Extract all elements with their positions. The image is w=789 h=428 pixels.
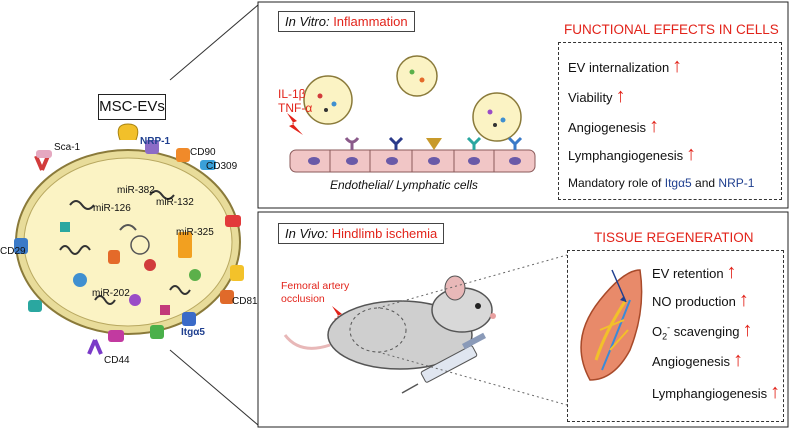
regen-no-production: NO production↑: [652, 289, 749, 311]
marker-label-cd44: CD44: [104, 355, 130, 366]
mouse-illustration: [283, 275, 496, 370]
up-arrow-icon: ↑: [733, 349, 744, 371]
marker-label-itga5: Itgα5: [181, 327, 205, 338]
msc-ev-title: MSC-EVs: [99, 98, 165, 115]
invivo-title-box: In Vivo: Hindlimb ischemia: [278, 223, 445, 244]
marker-label-cd90: CD90: [190, 147, 216, 158]
regen-lymphangiogenesis-label: Lymphangiogenesis: [652, 386, 768, 401]
regen-ev-retention: EV retention↑: [652, 261, 737, 283]
functional-effects-header: FUNCTIONAL EFFECTS IN CELLS: [564, 22, 779, 37]
mirna-label-325: miR-325: [176, 227, 214, 238]
small-ev-1: [303, 75, 353, 125]
effect-lymphangiogenesis: Lymphangiogenesis↑: [568, 143, 697, 165]
marker-label-sca1: Sca-1: [54, 142, 81, 153]
effect-lymphangiogenesis-label: Lymphangiogenesis: [568, 148, 684, 163]
syringe-illustration: [401, 332, 487, 394]
mirna-label-382: miR-382: [117, 185, 155, 196]
mandatory-and: and: [695, 176, 716, 190]
mirna-label-126: miR-126: [93, 203, 131, 214]
up-arrow-icon: ↑: [649, 115, 660, 137]
up-arrow-icon: ↑: [726, 261, 737, 283]
regen-angiogenesis: Angiogenesis↑: [652, 349, 744, 371]
invivo-panel-frame: [257, 211, 789, 428]
regen-o2-scavenging: O2- scavenging↑: [652, 319, 753, 342]
occlusion-label-2: occlusion: [281, 293, 325, 305]
regen-no-production-label: NO production: [652, 294, 736, 309]
stimulus-tnfa: TNF-α: [278, 101, 313, 115]
up-arrow-icon: ↑: [742, 319, 753, 341]
mirna-label-132: miR-132: [156, 197, 194, 208]
invitro-prefix: In Vitro:: [285, 14, 330, 29]
tissue-regeneration-box: [567, 250, 784, 422]
regen-ev-retention-label: EV retention: [652, 266, 724, 281]
small-ev-3: [472, 92, 522, 142]
up-arrow-icon: ↑: [686, 143, 697, 165]
stimulus-il1b: IL-1β: [278, 87, 306, 101]
effect-viability-label: Viability: [568, 90, 613, 105]
marker-label-nrp1: NRP-1: [140, 136, 171, 147]
msc-ev-title-box: MSC-EVs: [98, 94, 166, 120]
functional-effects-box: [558, 42, 782, 200]
regen-lymphangiogenesis: Lymphangiogenesis↑: [652, 381, 781, 403]
msc-surface-markers: [14, 123, 244, 355]
effect-angiogenesis-label: Angiogenesis: [568, 120, 647, 135]
mandatory-prefix: Mandatory role of: [568, 176, 662, 190]
up-arrow-icon: ↑: [738, 289, 749, 311]
occlusion-lightning-icon: [332, 306, 348, 328]
invitro-condition: Inflammation: [333, 14, 408, 29]
up-arrow-icon: ↑: [672, 55, 683, 77]
mandatory-nrp1: NRP-1: [718, 176, 755, 190]
o2-subscript: 2: [662, 331, 668, 342]
tissue-regeneration-header: TISSUE REGENERATION: [594, 230, 754, 245]
invitro-title-box: In Vitro: Inflammation: [278, 11, 415, 32]
effect-angiogenesis: Angiogenesis↑: [568, 115, 660, 137]
invitro-panel-frame: [257, 1, 789, 209]
o2-base: O: [652, 324, 663, 339]
mandatory-role-line: Mandatory role of Itgα5 and NRP-1: [568, 176, 754, 190]
up-arrow-icon: ↑: [615, 85, 626, 107]
up-arrow-icon: ↑: [770, 381, 781, 403]
cells-label: Endothelial/ Lymphatic cells: [330, 178, 478, 192]
invivo-condition: Hindlimb ischemia: [331, 226, 438, 241]
regen-o2-scavenging-label: scavenging: [673, 324, 740, 339]
msc-vesicle: [15, 149, 241, 335]
mirna-label-202: miR-202: [92, 288, 130, 299]
effect-ev-internalization-label: EV internalization: [568, 60, 670, 75]
small-ev-2: [396, 55, 438, 97]
occlusion-label-1: Femoral artery: [281, 280, 350, 292]
marker-label-cd309: CD309: [206, 161, 238, 172]
muscle-tissue-illustration: [580, 269, 643, 381]
connector-line-top: [169, 4, 259, 81]
marker-label-cd81: CD81: [232, 296, 258, 307]
effect-ev-internalization: EV internalization↑: [568, 55, 683, 77]
regen-angiogenesis-label: Angiogenesis: [652, 354, 731, 369]
mandatory-itga5: Itgα5: [664, 176, 692, 190]
marker-label-cd29: CD29: [0, 246, 26, 257]
stimulus-lightning-icon: [287, 113, 303, 135]
connector-line-bottom: [169, 349, 259, 426]
endothelial-cell-layer: [289, 136, 536, 173]
o2-superscript: -: [667, 322, 671, 333]
effect-viability: Viability↑: [568, 85, 626, 107]
invivo-prefix: In Vivo:: [285, 226, 329, 241]
